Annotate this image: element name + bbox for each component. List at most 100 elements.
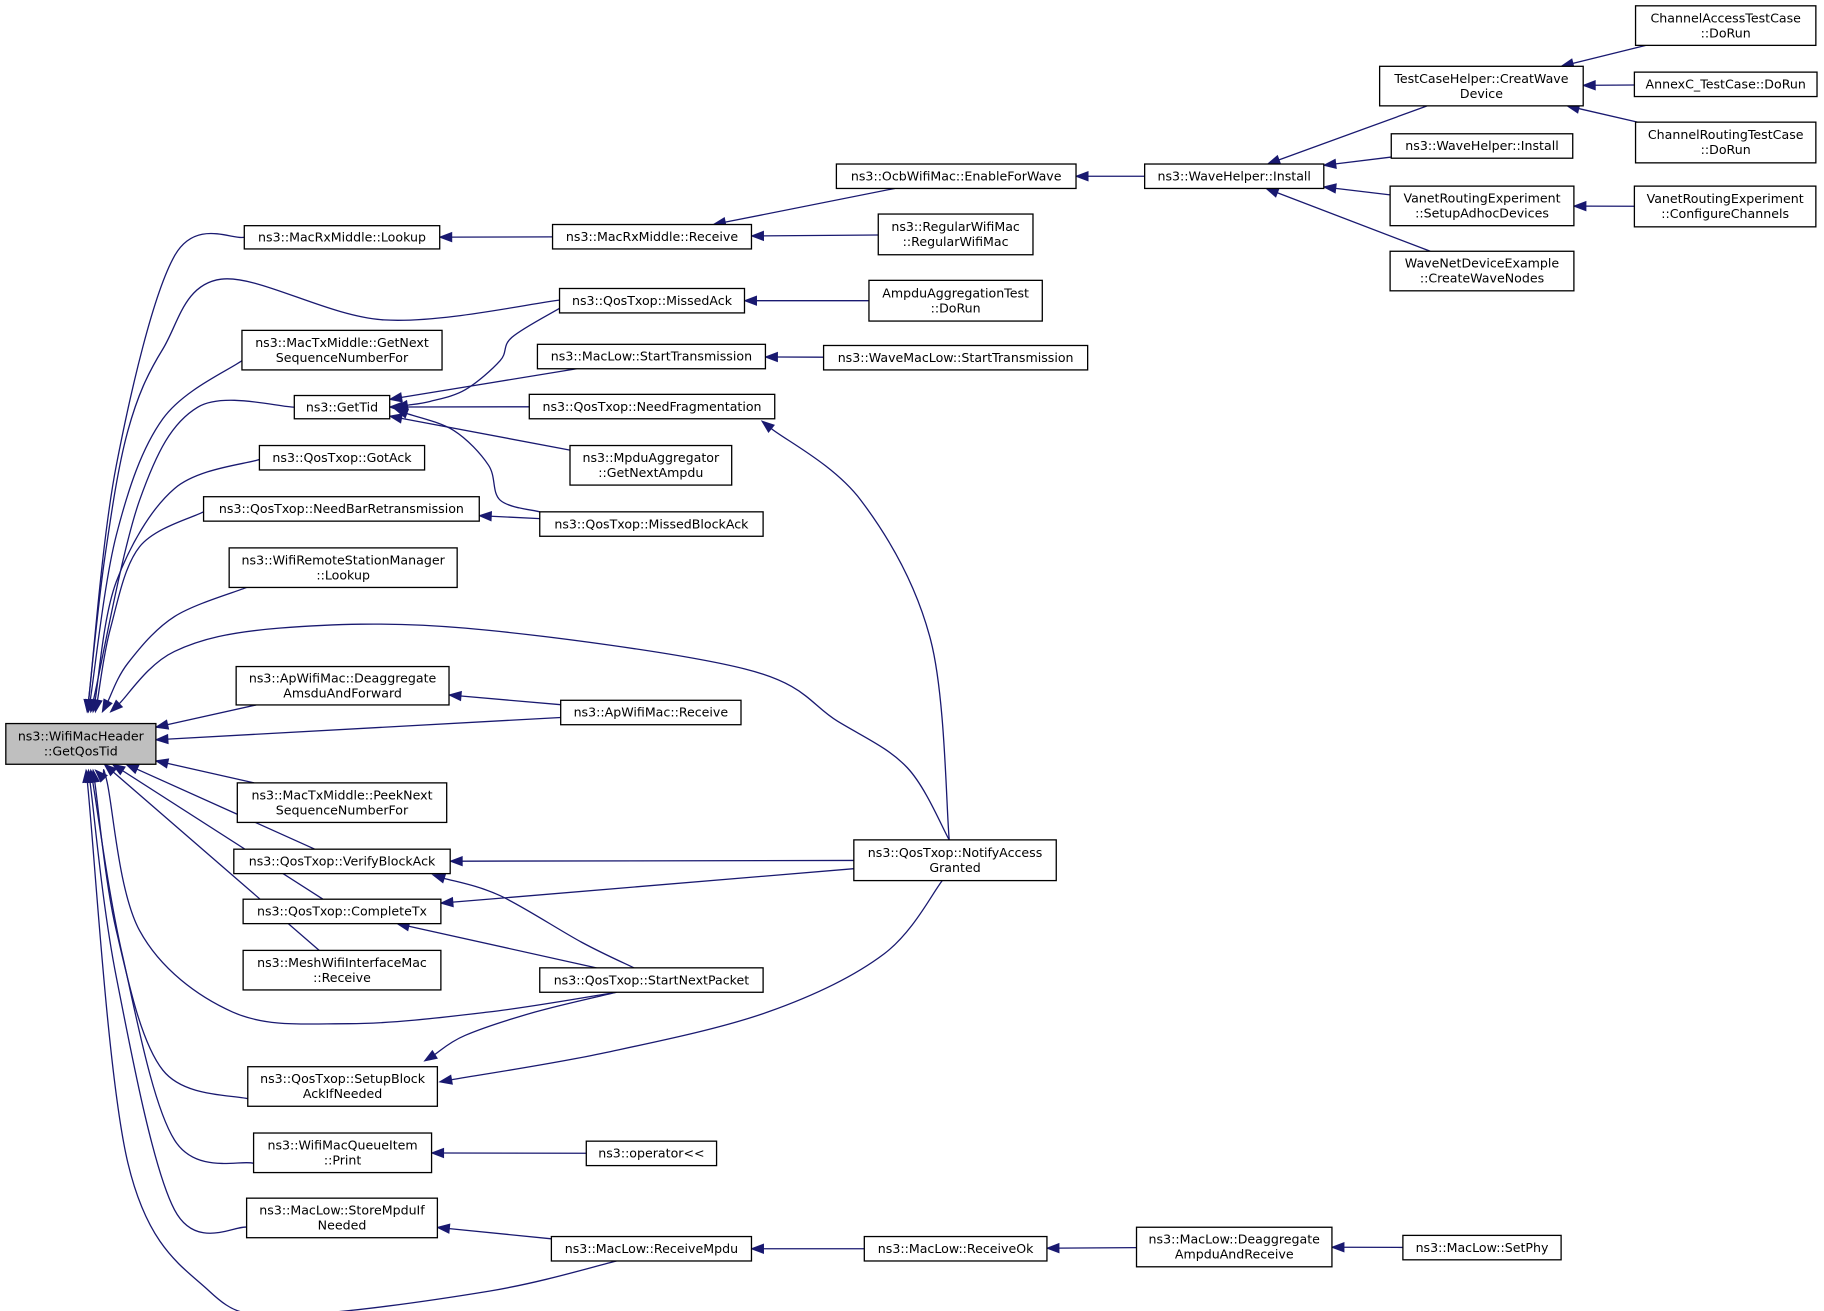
node-needbar[interactable]: ns3::QosTxop::NeedBarRetransmission [202, 496, 480, 522]
edge-line [1335, 187, 1391, 196]
node-regular[interactable]: ns3::RegularWifiMac::RegularWifiMac [877, 213, 1034, 256]
node-label: ns3::WaveMacLow::StartTransmission [838, 350, 1074, 365]
node-box [1390, 133, 1574, 159]
node-label: ns3::QosTxop::CompleteTx [257, 904, 428, 919]
edge-line [92, 781, 254, 1165]
node-label: AckIfNeeded [303, 1086, 382, 1101]
node-label: ::DoRun [931, 300, 981, 315]
call-edge-notifyaccess-to-verifyba [448, 855, 854, 867]
node-box [822, 344, 1089, 371]
node-label: ns3::QosTxop::NeedBarRetransmission [219, 501, 464, 516]
arrowhead-icon [154, 719, 170, 730]
node-box [233, 848, 451, 875]
arrowhead-icon [764, 351, 778, 363]
edge-line [87, 278, 560, 701]
node-label: ns3::MeshWifiInterfaceMac [257, 955, 427, 970]
node-startnext[interactable]: ns3::QosTxop::StartNextPacket [539, 967, 764, 993]
node-receivempdu[interactable]: ns3::MacLow::ReceiveMpdu [550, 1235, 753, 1262]
arrowhead-icon [1322, 158, 1337, 169]
call-edge-operator-to-queueitem_print [430, 1147, 587, 1159]
edge-line [770, 428, 950, 840]
node-box [528, 393, 776, 420]
node-ap-receive[interactable]: ns3::ApWifiMac::Receive [560, 699, 742, 726]
node-rxmid-lookup[interactable]: ns3::MacRxMiddle::Lookup [243, 225, 441, 250]
node-box [551, 223, 753, 250]
call-edge-wavehelper_install1-to-ocb_enable [1074, 171, 1145, 182]
node-label: ns3::MpduAggregator [583, 450, 720, 465]
arrowhead-icon [82, 768, 93, 784]
node-txmid-getnext[interactable]: ns3::MacTxMiddle::GetNextSequenceNumberF… [241, 329, 443, 371]
node-label: TestCaseHelper::CreatWave [1393, 71, 1568, 86]
arrowhead-icon [750, 230, 765, 242]
node-wavenet-create[interactable]: WaveNetDeviceExample::CreateWaveNodes [1389, 250, 1575, 292]
node-ampdutest[interactable]: AmpduAggregationTest::DoRun [868, 279, 1043, 322]
node-label: ns3::GetTid [306, 399, 378, 414]
node-label: WaveNetDeviceExample [1405, 256, 1560, 271]
call-edge-ap_receive-to-root [154, 716, 561, 745]
node-vanet-config[interactable]: VanetRoutingExperiment::ConfigureChannel… [1633, 185, 1817, 228]
node-completetx[interactable]: ns3::QosTxop::CompleteTx [242, 898, 442, 925]
edge-line [406, 412, 540, 513]
node-label: ns3::MacTxMiddle::PeekNext [251, 787, 432, 802]
node-box [5, 722, 157, 765]
call-edge-notifyaccess-to-needfrag [760, 420, 950, 840]
node-wavehelper-install1[interactable]: ns3::WaveHelper::Install [1144, 163, 1325, 190]
node-queueitem-print[interactable]: ns3::WifiMacQueueItem::Print [252, 1132, 433, 1174]
node-box [539, 511, 764, 537]
node-operator[interactable]: ns3::operator<< [585, 1140, 718, 1167]
node-starttx[interactable]: ns3::MacLow::StartTransmission [536, 343, 767, 370]
node-label: AmpduAggregationTest [882, 285, 1029, 300]
node-label: ::Lookup [316, 567, 370, 582]
node-label: ns3::QosTxop::MissedBlockAck [554, 516, 749, 531]
edge-line [434, 991, 617, 1056]
node-txmid-peek[interactable]: ns3::MacTxMiddle::PeekNextSequenceNumber… [236, 782, 448, 824]
edge-line [1578, 107, 1638, 123]
node-wrsm-lookup[interactable]: ns3::WifiRemoteStationManager::Lookup [228, 547, 458, 589]
node-vanet-setup[interactable]: VanetRoutingExperiment::SetupAdhocDevice… [1389, 185, 1575, 227]
node-label: ns3::MacLow::ReceiveMpdu [565, 1241, 738, 1256]
node-ocb-enable[interactable]: ns3::OcbWifiMac::EnableForWave [835, 163, 1077, 190]
node-label: AmsduAndForward [283, 685, 402, 700]
node-mpduagg[interactable]: ns3::MpduAggregator::GetNextAmpdu [569, 444, 733, 486]
node-ap-deagg[interactable]: ns3::ApWifiMac::DeaggregateAmsduAndForwa… [235, 665, 450, 706]
node-needfrag[interactable]: ns3::QosTxop::NeedFragmentation [528, 393, 776, 420]
node-root[interactable]: ns3::WifiMacHeader::GetQosTid [5, 722, 157, 765]
arrowhead-icon [394, 408, 410, 419]
edge-line [167, 762, 255, 784]
call-edge-ap_receive-to-ap_deagg [447, 690, 561, 706]
node-label: ::SetupAdhocDevices [1415, 206, 1549, 221]
node-missedack[interactable]: ns3::QosTxop::MissedAck [558, 287, 746, 314]
node-rxmid-receive[interactable]: ns3::MacRxMiddle::Receive [551, 223, 753, 250]
call-edge-startnext-to-setupblock [423, 991, 617, 1062]
call-edge-chan_access-to-tch_creat [1559, 44, 1646, 69]
node-wavehelper-install2[interactable]: ns3::WaveHelper::Install [1390, 133, 1574, 159]
node-label: ns3::QosTxop::NotifyAccess [868, 845, 1043, 860]
node-receiveok[interactable]: ns3::MacLow::ReceiveOk [863, 1235, 1048, 1262]
call-edge-vanet_config-to-vanet_setup [1572, 200, 1635, 212]
node-label: ns3::QosTxop::SetupBlock [260, 1071, 426, 1086]
node-missedblockack[interactable]: ns3::QosTxop::MissedBlockAck [539, 511, 764, 537]
node-mesh-receive[interactable]: ns3::MeshWifiInterfaceMac::Receive [242, 949, 442, 991]
node-chan-access[interactable]: ChannelAccessTestCase::DoRun [1634, 5, 1817, 47]
edge-line [136, 768, 316, 850]
node-verifyba[interactable]: ns3::QosTxop::VerifyBlockAck [233, 848, 451, 875]
node-gotack[interactable]: ns3::QosTxop::GotAck [258, 444, 426, 471]
node-chan-routing[interactable]: ChannelRoutingTestCase::DoRun [1634, 121, 1817, 164]
edge-line [88, 232, 245, 701]
node-box [252, 1132, 433, 1174]
node-box [1144, 163, 1325, 190]
node-box [1633, 71, 1818, 98]
node-wavemaclow[interactable]: ns3::WaveMacLow::StartTransmission [822, 344, 1089, 371]
node-setphy[interactable]: ns3::MacLow::SetPhy [1402, 1234, 1562, 1261]
node-label: ns3::RegularWifiMac [891, 219, 1020, 234]
edge-line [449, 1227, 552, 1240]
node-box [877, 213, 1034, 256]
node-annexc[interactable]: AnnexC_TestCase::DoRun [1633, 71, 1818, 98]
call-edge-txmid_getnext-to-root [85, 360, 243, 714]
node-gettid[interactable]: ns3::GetTid [293, 394, 391, 420]
